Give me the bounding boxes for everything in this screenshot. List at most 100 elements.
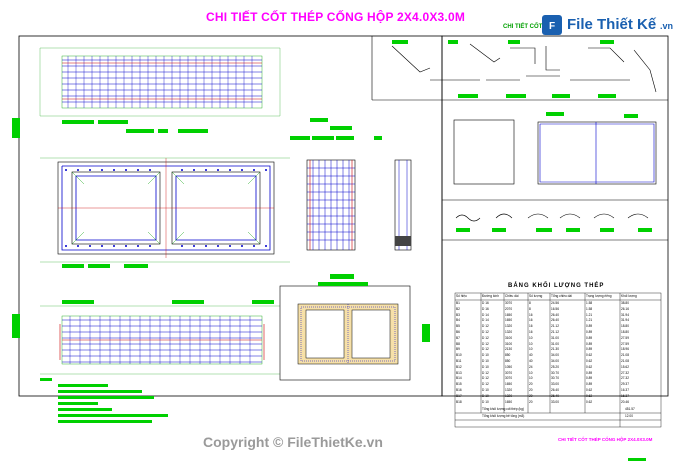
table-cell: D 14 [482, 312, 489, 317]
watermark-logo: F File Thiết Kế .vn [535, 14, 675, 36]
side-section-mesh [306, 159, 412, 251]
table-cell: D 10 [482, 393, 489, 398]
table-cell: 1.58 [586, 306, 593, 311]
table-cell: 0.62 [586, 359, 593, 363]
table-cell: 1.21 [586, 312, 593, 317]
table-cell: D 12 [482, 382, 489, 387]
table-cell: 30.70 [551, 370, 559, 375]
table-cell: 20 [529, 382, 533, 387]
table-cell: 18.96 [621, 347, 629, 352]
table-cell: 29.37 [621, 382, 629, 387]
table-cell: 31.94 [621, 318, 629, 323]
table-cell: 16 [529, 324, 533, 329]
table-cell: D 10 [482, 399, 489, 404]
table-cell: D 10 [482, 353, 489, 358]
table-cell: D 12 [482, 370, 489, 375]
footer-stamp: CHI TIẾT CỐT THÉP CỐNG HỘP 2X4.0X3.0M [558, 437, 653, 442]
table-cell: B12 [456, 364, 462, 369]
table-cell: 26.40 [551, 388, 559, 392]
table-cell: 8 [529, 301, 531, 305]
table-cell: 10 [529, 335, 533, 340]
table-cell: 10 [529, 370, 533, 375]
total-concrete-label: Tổng khối lượng bê tông (m3) [482, 414, 525, 418]
table-cell: 24.56 [551, 301, 559, 305]
table-cell: 40 [529, 359, 533, 363]
total-steel-label: Tổng khối lượng cốt thép (kg) [482, 407, 524, 411]
table-cell: 0.89 [586, 324, 593, 329]
table-cell: 850 [505, 353, 511, 358]
table-cell: B11 [456, 359, 462, 363]
table-cell: 27.59 [621, 341, 629, 346]
table-cell: 21.12 [551, 330, 559, 334]
table-header-row: Số hiệu Đường kính Chiều dài Số lượng Tổ… [455, 294, 661, 300]
table-cell: 40 [529, 353, 533, 358]
table-cell: 27.32 [621, 370, 629, 375]
table-cell: 1650 [505, 318, 513, 323]
table-cell: 26.40 [551, 393, 559, 398]
table-cell: B9 [456, 347, 460, 352]
table-cell: 16.56 [551, 306, 559, 311]
table-cell: 1650 [505, 312, 513, 317]
table-cell: 26.40 [551, 318, 559, 323]
table-cell: 27.32 [621, 376, 629, 381]
table-cell: 2130 [505, 347, 513, 352]
table-cell: 21.30 [551, 347, 559, 352]
table-cell: 31.00 [551, 335, 559, 340]
table-cell: B1 [456, 301, 460, 305]
watermark-logo-text: File Thiết Kế [567, 16, 657, 33]
table-cell: 16 [529, 330, 533, 334]
table-cell: 3070 [505, 301, 513, 305]
top-plan-mesh [39, 47, 281, 117]
table-cell: 24 [529, 364, 533, 369]
table-cell: 0.89 [586, 341, 593, 346]
table-cell: D 12 [482, 330, 489, 334]
green-label-tags [12, 40, 652, 342]
table-cell: 3100 [505, 341, 513, 346]
table-cell: 10 [529, 376, 533, 381]
table-cell: 33.00 [551, 382, 559, 387]
table-cell: B17 [456, 393, 462, 398]
table-cell: 15.62 [621, 364, 629, 369]
table-header-cell: Khối lượng [621, 294, 637, 298]
total-concrete-value: 12.00 [625, 414, 633, 418]
table-cell: 27.59 [621, 335, 629, 340]
table-cell: D 12 [482, 341, 489, 346]
table-cell: 3070 [505, 376, 513, 381]
table-cell: 20 [529, 393, 533, 398]
table-cell: D 10 [482, 388, 489, 392]
table-cell: 33.00 [551, 399, 559, 404]
table-cell: 8 [529, 306, 531, 311]
rebar-shapes-panel [391, 43, 657, 93]
table-cell: 10 [529, 341, 533, 346]
table-cell: B6 [456, 330, 460, 334]
table-cell: 21.08 [621, 353, 629, 358]
table-cell: 21.08 [621, 359, 629, 363]
table-cell: 0.89 [586, 382, 593, 387]
table-cell: 18.80 [621, 324, 629, 329]
table-cell: B5 [456, 324, 460, 329]
total-steel-value: 451.57 [625, 407, 635, 411]
table-cell: 20.46 [621, 399, 629, 404]
table-cell: D 16 [482, 301, 489, 305]
table-cell: D 10 [482, 359, 489, 363]
table-cell: 20 [529, 388, 533, 392]
table-cell: D 16 [482, 306, 489, 311]
notes-block [40, 378, 168, 423]
table-cell: 0.89 [586, 376, 593, 381]
table-cell: 0.62 [586, 364, 593, 369]
drawing-title: CHI TIẾT CỐT THÉP CỐNG HỘP 2X4.0X3.0M [206, 10, 466, 24]
table-cell: 34.00 [551, 353, 559, 358]
table-cell: 0.62 [586, 353, 593, 358]
table-cell: 38.80 [621, 301, 629, 305]
table-cell: D 12 [482, 376, 489, 381]
table-cell: 1.58 [586, 301, 593, 305]
